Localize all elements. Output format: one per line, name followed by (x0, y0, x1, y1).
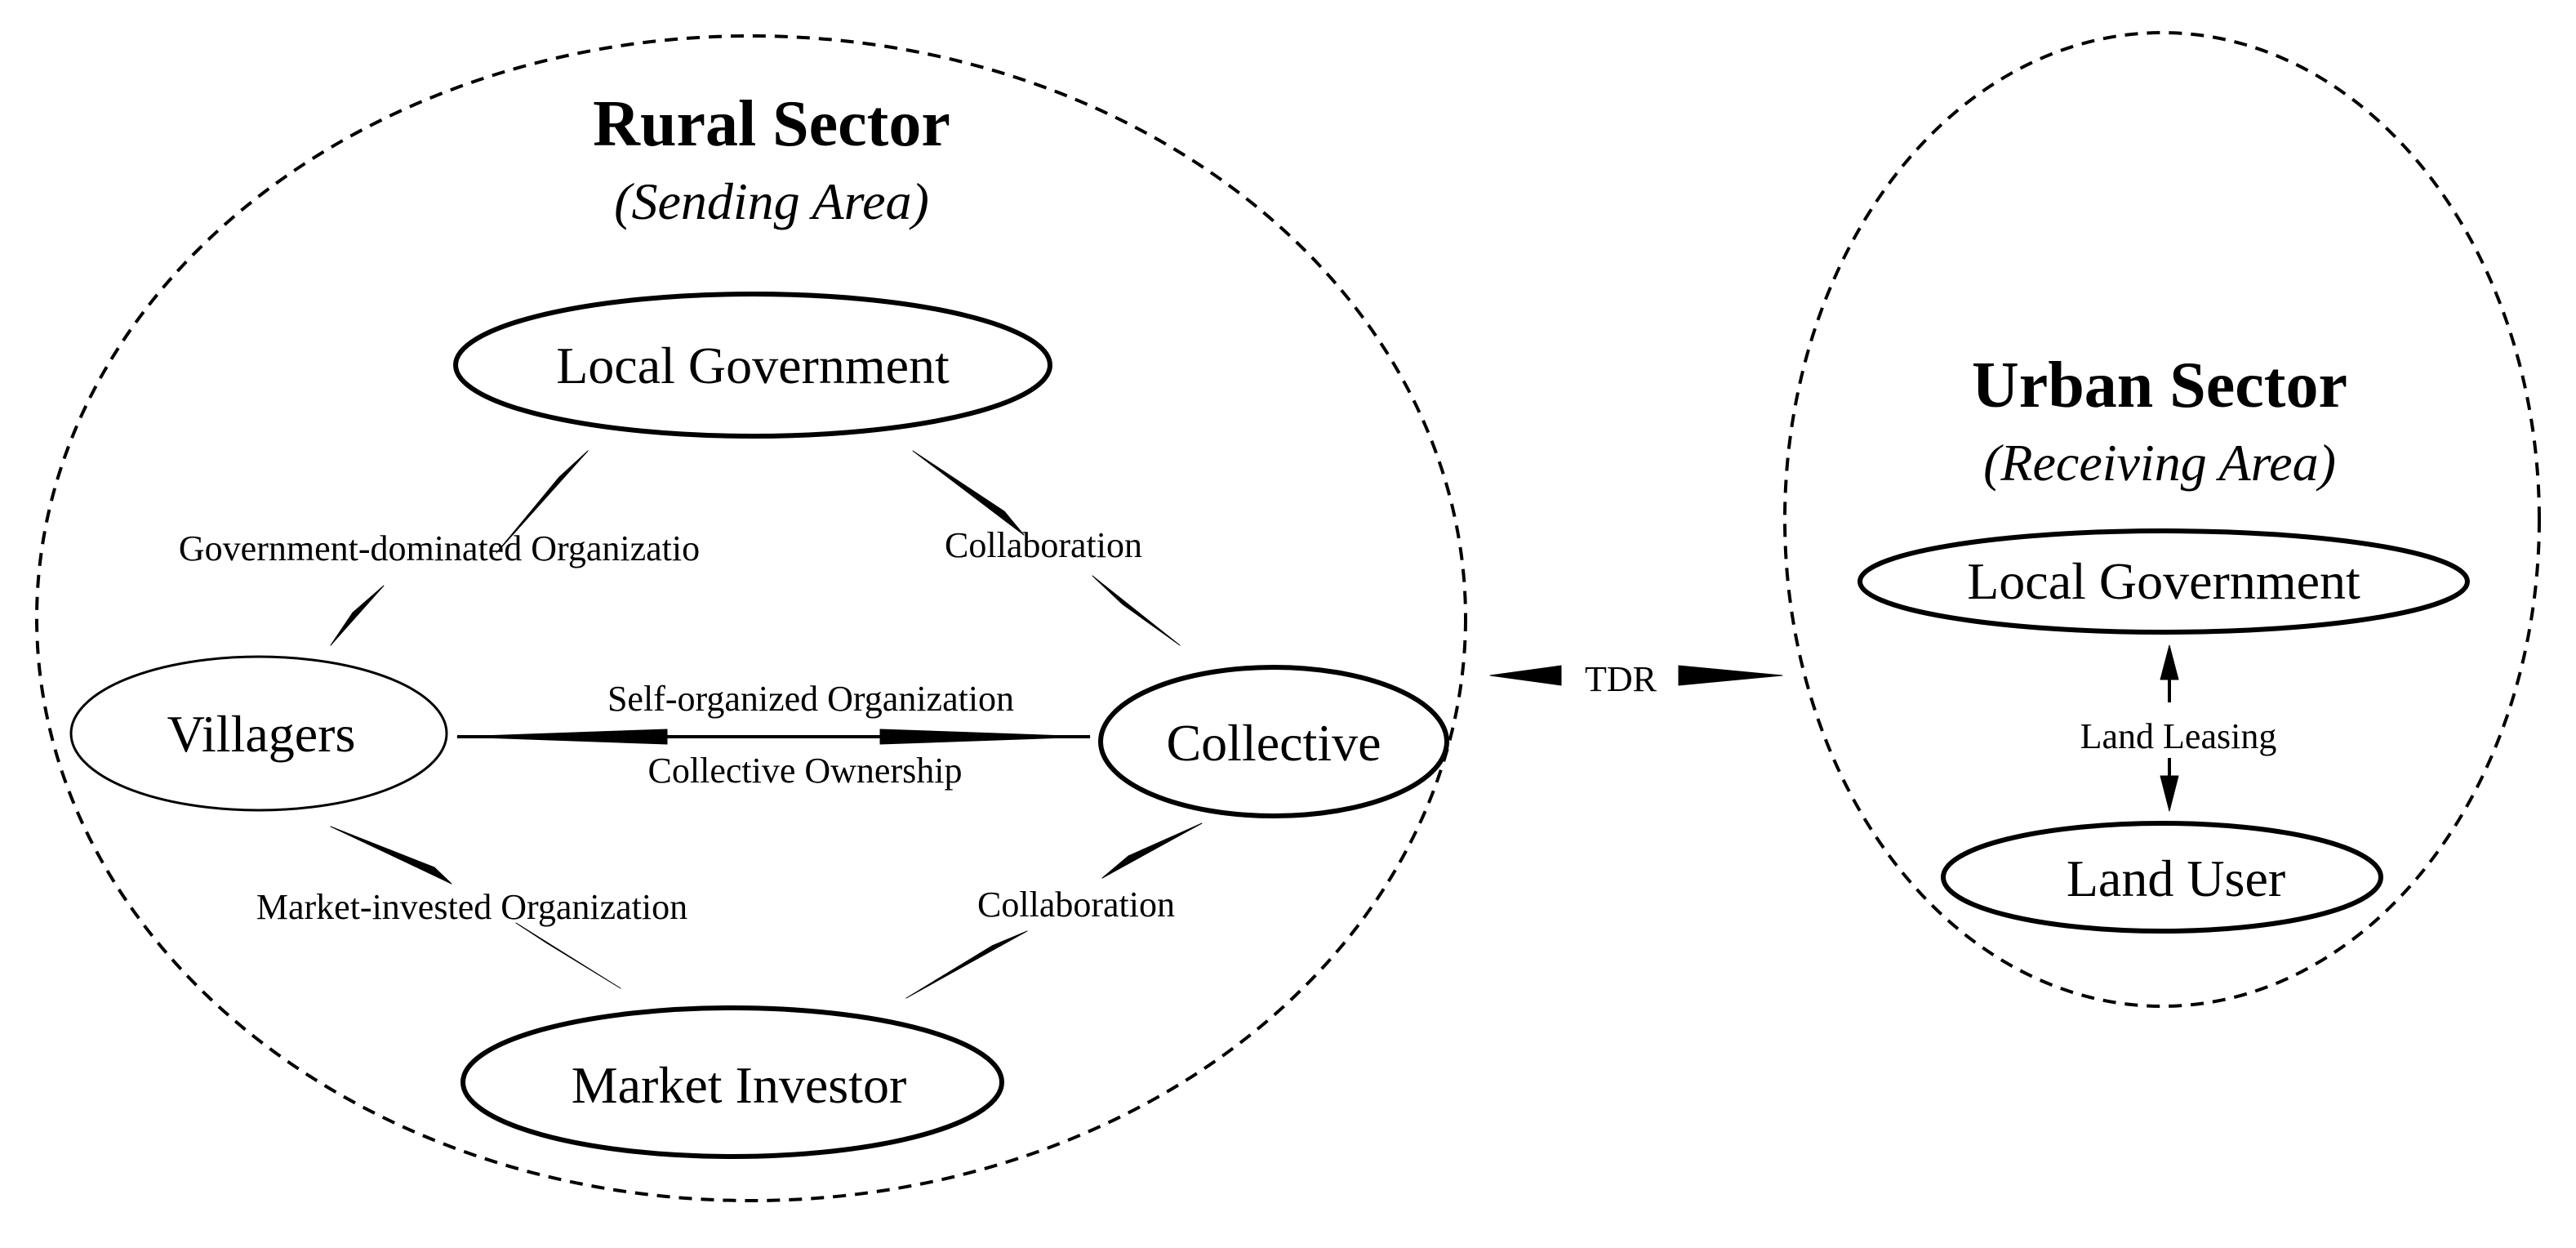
self-organized-arrow-right (879, 729, 1091, 745)
land-leasing-arrow-down (2160, 775, 2179, 812)
collective-label: Collective (1166, 714, 1381, 772)
rural-sector-subtitle: (Sending Area) (614, 172, 929, 230)
land-user-label: Land User (2067, 849, 2285, 907)
market-investor-label: Market Investor (572, 1056, 907, 1114)
market-invested-label: Market-invested Organization (256, 887, 687, 927)
collective-ownership-label: Collective Ownership (648, 751, 963, 791)
rural-local-government-label: Local Government (556, 337, 950, 394)
rural-sector-title: Rural Sector (593, 88, 950, 160)
collaboration-top-arrow-upper (912, 450, 1025, 536)
market-invested-arrow-lower (515, 922, 621, 989)
villagers-node (69, 655, 448, 812)
gov-dominated-label: Government-dominated Organizatio (179, 528, 700, 568)
self-organized-label: Self-organized Organization (607, 679, 1014, 719)
urban-sector-boundary (1783, 31, 2541, 1008)
self-organized-arrow-left (456, 729, 668, 745)
market-invested-arrow-upper (330, 826, 452, 885)
land-leasing-arrow-up (2160, 644, 2179, 680)
tdr-label: TDR (1585, 659, 1657, 699)
urban-local-government-node (1857, 528, 2470, 635)
collaboration-bottom-label: Collaboration (977, 885, 1175, 925)
gov-dominated-arrow-upper (496, 450, 589, 554)
tdr-arrow-left (1489, 665, 1562, 686)
urban-local-government-label: Local Government (1967, 552, 2360, 610)
gov-dominated-arrow-lower (330, 585, 385, 646)
collaboration-top-label: Collaboration (945, 525, 1142, 565)
collective-node (1098, 665, 1449, 818)
villagers-label: Villagers (167, 705, 356, 763)
rural-sector-boundary (35, 34, 1467, 1202)
rural-local-government-node (453, 292, 1052, 439)
collaboration-bottom-arrow-upper (1101, 822, 1203, 879)
urban-sector-subtitle: (Receiving Area) (1983, 434, 2336, 492)
urban-sector-title: Urban Sector (1972, 350, 2347, 421)
collaboration-bottom-arrow-lower (905, 930, 1028, 999)
land-leasing-label: Land Leasing (2080, 716, 2277, 756)
land-user-node (1941, 821, 2383, 934)
collaboration-top-arrow-lower (1092, 575, 1181, 646)
market-investor-node (460, 1005, 1004, 1159)
tdr-arrow-right (1678, 665, 1783, 686)
